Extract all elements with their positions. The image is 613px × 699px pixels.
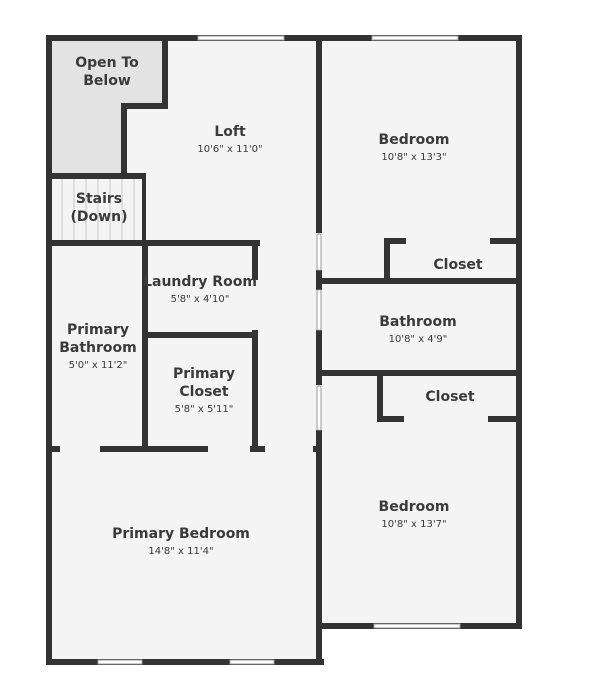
laundry-room-dims: 5'8" x 4'10" xyxy=(171,294,230,305)
primary-closet-label-1: Primary xyxy=(173,366,235,382)
primary-bedroom-dims: 14'8" x 11'4" xyxy=(148,546,213,557)
closet-lower-label: Closet xyxy=(425,389,475,405)
doorways xyxy=(60,238,490,452)
loft-label: Loft xyxy=(214,124,246,140)
primary-bathroom-label-2: Bathroom xyxy=(59,340,137,356)
stairs-treads xyxy=(61,178,135,241)
primary-bedroom-label: Primary Bedroom xyxy=(112,526,250,542)
bedroom-lower-label: Bedroom xyxy=(379,499,450,515)
bedroom-lower-dims: 10'8" x 13'7" xyxy=(381,519,446,530)
bedroom-upper-dims: 10'8" x 13'3" xyxy=(381,152,446,163)
floor-fills xyxy=(50,38,520,663)
stairs-label-1: Stairs xyxy=(76,191,122,207)
open-to-below-label-2: Below xyxy=(83,73,131,89)
loft-dims: 10'6" x 11'0" xyxy=(197,144,262,155)
open-to-below-area xyxy=(50,38,166,176)
primary-closet-label-2: Closet xyxy=(179,384,229,400)
open-to-below-label-1: Open To xyxy=(75,55,139,71)
room-labels: Open To Below Stairs (Down) Loft 10'6" x… xyxy=(59,55,483,557)
bedroom-upper-label: Bedroom xyxy=(379,132,450,148)
bathroom-dims: 10'8" x 4'9" xyxy=(389,334,448,345)
primary-closet-dims: 5'8" x 5'11" xyxy=(175,404,234,415)
laundry-room-label: Laundry Room xyxy=(143,274,257,290)
primary-bathroom-dims: 5'0" x 11'2" xyxy=(69,360,128,371)
closet-upper-label: Closet xyxy=(433,257,483,273)
windows xyxy=(97,35,461,665)
stairs-label-2: (Down) xyxy=(71,209,128,225)
bathroom-label: Bathroom xyxy=(379,314,457,330)
primary-bathroom-label-1: Primary xyxy=(67,322,129,338)
